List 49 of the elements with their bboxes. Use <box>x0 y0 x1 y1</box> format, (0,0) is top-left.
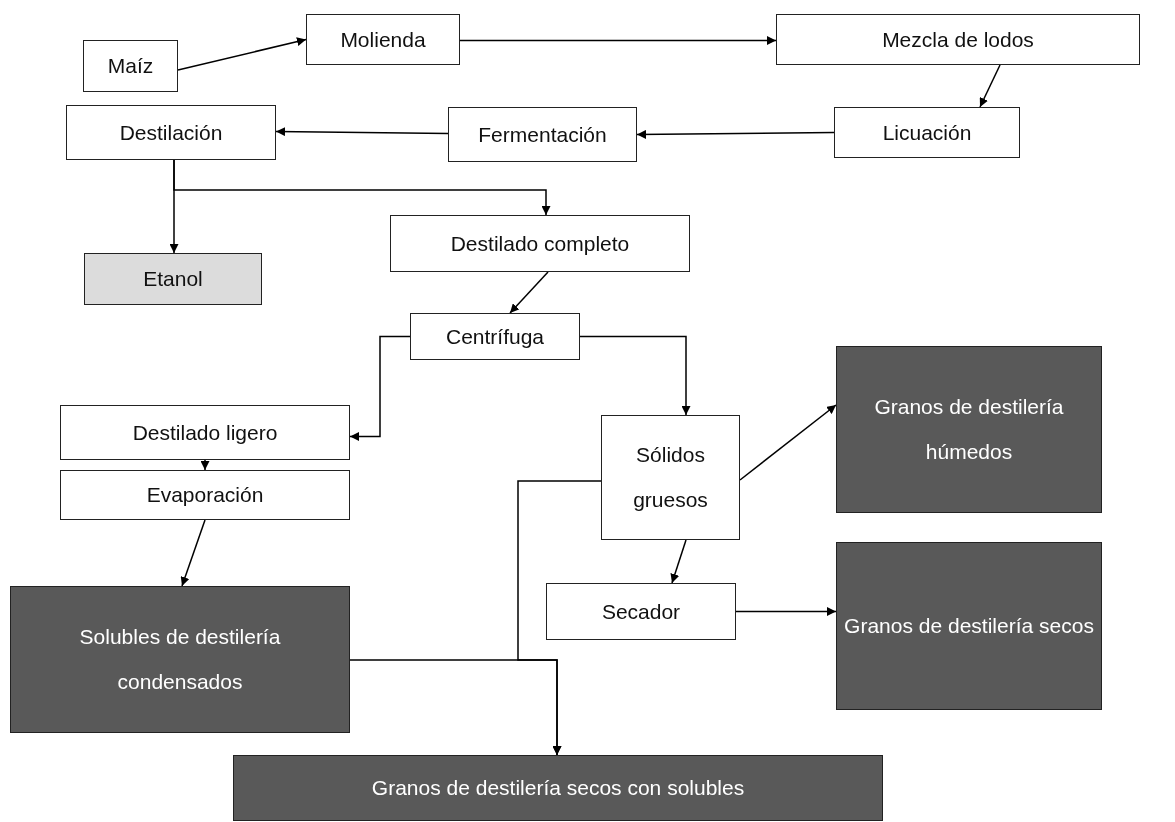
arrow <box>177 37 307 71</box>
node-label: Mezcla de lodos <box>881 26 1035 53</box>
arrow <box>579 335 691 416</box>
node-label: Etanol <box>142 266 204 292</box>
process-box <box>84 253 262 305</box>
process-box <box>546 583 736 640</box>
process-box <box>233 755 883 821</box>
process-box <box>410 313 580 360</box>
node-label: Destilado ligero <box>131 419 279 446</box>
node-label: Secador <box>600 598 682 625</box>
process-box <box>60 470 350 520</box>
process-box <box>390 215 690 272</box>
arrow <box>517 480 602 756</box>
arrow <box>200 459 210 471</box>
node-label: Fermentación <box>477 121 608 148</box>
node-label: Granos de destilería secos con solubles <box>370 775 746 801</box>
node-label: Destilación <box>118 119 224 146</box>
process-box <box>448 107 637 162</box>
arrow <box>735 607 837 616</box>
node-label: Destilado completo <box>449 230 631 257</box>
node-label: Sólidos gruesos <box>632 442 709 513</box>
arrow <box>173 159 551 216</box>
process-box <box>83 40 178 92</box>
process-box <box>66 105 276 160</box>
process-box <box>601 415 740 540</box>
node-label: Granos de destilería húmedos <box>873 394 1065 465</box>
arrow <box>275 127 449 137</box>
arrow <box>349 335 411 441</box>
node-label: Solubles de destilería condensados <box>78 624 282 695</box>
arrow <box>979 64 1001 108</box>
arrow <box>509 271 549 314</box>
arrow <box>739 404 837 481</box>
node-label: Molienda <box>339 26 427 53</box>
process-box <box>10 586 350 733</box>
node-label: Granos de destilería secos <box>843 612 1095 639</box>
arrow <box>670 539 687 584</box>
node-label: Licuación <box>881 119 973 146</box>
process-box <box>836 542 1102 710</box>
node-label: Centrífuga <box>444 323 546 350</box>
process-box <box>776 14 1140 65</box>
node-label: Maíz <box>106 53 155 79</box>
process-box <box>834 107 1020 158</box>
node-label: Evaporación <box>145 482 265 508</box>
arrow <box>636 129 835 139</box>
process-box <box>306 14 460 65</box>
process-box <box>836 346 1102 513</box>
arrow <box>180 519 206 587</box>
arrow <box>459 36 777 45</box>
process-box <box>60 405 350 460</box>
